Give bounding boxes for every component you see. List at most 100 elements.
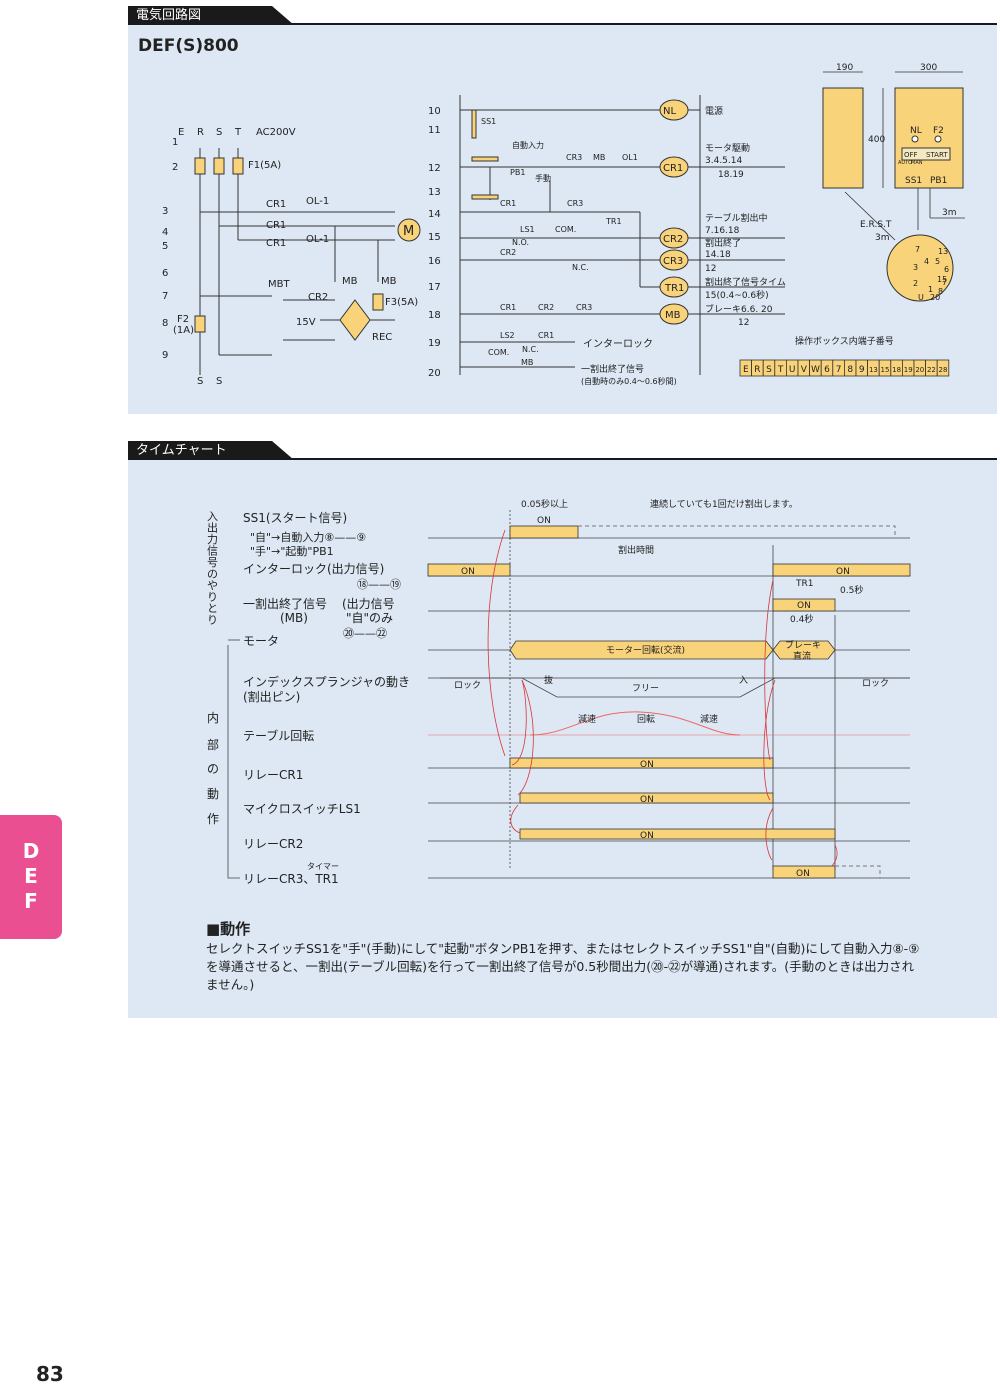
coil-desc: 15(0.4~0.6秒) — [705, 289, 769, 301]
voltage-label: AC200V — [256, 127, 296, 138]
contact-label: CR2 — [308, 292, 328, 303]
coil-desc: 14.18 — [705, 250, 731, 260]
group-label-io-char: と — [207, 602, 218, 615]
operation-title: ■動作 — [206, 920, 251, 938]
pin-label: 8 — [938, 287, 943, 296]
chart-annotation: 入 — [739, 675, 748, 686]
row-num: 11 — [428, 125, 441, 136]
group-label-io-char: の — [207, 568, 218, 581]
interlock-label: インターロック — [583, 338, 653, 350]
terminal-label: S — [216, 376, 222, 387]
side-tab-letter: F — [24, 889, 38, 913]
signal-label: ⑳——㉒ — [343, 627, 387, 640]
panel-label: START — [926, 151, 948, 159]
group-label-io-char: り — [207, 614, 218, 627]
signal-label: マイクロスイッチLS1 — [243, 802, 361, 816]
row-num: 8 — [162, 318, 168, 329]
group-label-io-char: り — [207, 591, 218, 604]
contact-label: CR1 — [500, 303, 516, 312]
signal-label: "手"→"起動"PB1 — [250, 544, 334, 558]
pin-label: 4 — [924, 257, 929, 266]
mode-label: 手動 — [535, 173, 551, 183]
signal-label: SS1(スタート信号) — [243, 511, 347, 525]
switch-label: LS1 — [520, 225, 535, 234]
signal-label: "自"のみ — [346, 611, 393, 625]
panel-label: AUTO — [898, 160, 912, 166]
row-num: 3 — [162, 206, 168, 217]
model-title: DEF(S)800 — [138, 36, 239, 56]
row-num: 13 — [428, 187, 441, 198]
row-num: 14 — [428, 209, 441, 220]
chart-annotation: ON — [640, 795, 654, 805]
contact-label: MB — [381, 276, 397, 287]
terminal-title: 操作ボックス内端子番号 — [795, 335, 894, 347]
signal-label: リレーCR2 — [243, 837, 303, 851]
side-index-tab[interactable]: D E F — [0, 815, 62, 939]
coil-label: NL — [663, 106, 676, 117]
group-label-internal: 内 — [207, 711, 219, 725]
chart-annotation: ロック — [454, 680, 481, 691]
chart-annotation: ON — [640, 831, 654, 841]
terminal-number: E — [743, 365, 749, 375]
coil-desc: 割出終了 — [705, 237, 741, 249]
cable-label: 3m — [875, 233, 890, 243]
terminal-number: 13 — [869, 366, 878, 374]
motor-label: M — [403, 224, 414, 239]
chart-annotation: ON — [640, 760, 654, 770]
section-rule — [128, 458, 997, 460]
coil-desc: 電源 — [705, 106, 723, 117]
coil-label: TR1 — [664, 283, 684, 294]
row-num: 10 — [428, 106, 441, 117]
dimension-label: 400 — [868, 135, 885, 145]
coil-desc: 3.4.5.14 — [705, 156, 742, 166]
terminal-number: V — [801, 365, 808, 375]
chart-annotation: フリー — [632, 684, 659, 694]
pin-label: 7 — [942, 278, 947, 287]
contact-label: CR1 — [266, 199, 286, 210]
section-rule — [128, 23, 997, 25]
chart-annotation: 抜 — [544, 674, 553, 686]
coil-desc: 7.16.18 — [705, 226, 740, 236]
signal-label: タイマー — [307, 862, 339, 871]
contact-label: MB — [521, 358, 533, 367]
contact-label: OL-1 — [306, 234, 329, 245]
signal-label: (MB) — [280, 611, 308, 625]
chart-annotation: 減速 — [578, 713, 596, 725]
terminal-number: 7 — [836, 365, 842, 375]
panel-label: MAN — [911, 160, 923, 166]
row-num: 17 — [428, 282, 441, 293]
dimension-label: 300 — [920, 63, 937, 73]
chart-annotation: 回転 — [637, 714, 655, 725]
coil-label: CR1 — [663, 163, 683, 174]
row-num: 6 — [162, 268, 168, 279]
chart-annotation: 0.4秒 — [790, 613, 813, 625]
row-num: 1 — [172, 137, 178, 148]
group-label-io-char: 号 — [207, 556, 218, 569]
row-num: 2 — [172, 162, 178, 173]
section-tab-timechart: タイムチャート — [128, 441, 294, 460]
circuit-diagram: 1 2 3 4 5 6 7 8 9 E R S T AC200V F1(5A) … — [162, 63, 965, 387]
group-label-internal: 作 — [207, 812, 219, 826]
panel-label: PB1 — [930, 176, 947, 186]
terminal-number: S — [766, 365, 772, 375]
page-number: 83 — [36, 1362, 64, 1386]
group-label-io-char: 信 — [207, 545, 218, 558]
pin-label: 2 — [913, 279, 918, 288]
switch-label: COM. — [555, 225, 576, 234]
time-chart: SS1(スタート信号) "自"→自動入力⑧——⑨ "手"→"起動"PB1 インタ… — [207, 498, 911, 886]
group-label-internal: 部 — [207, 737, 219, 752]
pin-label: U — [918, 293, 924, 302]
coil-desc: テーブル割出中 — [705, 212, 767, 224]
contact-label: MB — [593, 153, 605, 162]
switch-label: LS2 — [500, 331, 515, 340]
signal-label: インデックスプランジャの動き — [243, 674, 410, 689]
fuse-label: F2 — [177, 314, 189, 325]
end-signal-note: (自動時のみ0.4〜0.6秒間) — [581, 376, 677, 386]
group-label-io-char: や — [207, 579, 218, 592]
row-num: 4 — [162, 227, 168, 238]
voltage-label: 15V — [296, 317, 316, 328]
cable-label: E.R.S.T — [860, 220, 892, 230]
panel-label: F2 — [933, 126, 944, 136]
coil-desc: 割出終了信号タイム — [705, 276, 786, 288]
section-tab-circuit: 電気回路図 — [128, 6, 294, 25]
